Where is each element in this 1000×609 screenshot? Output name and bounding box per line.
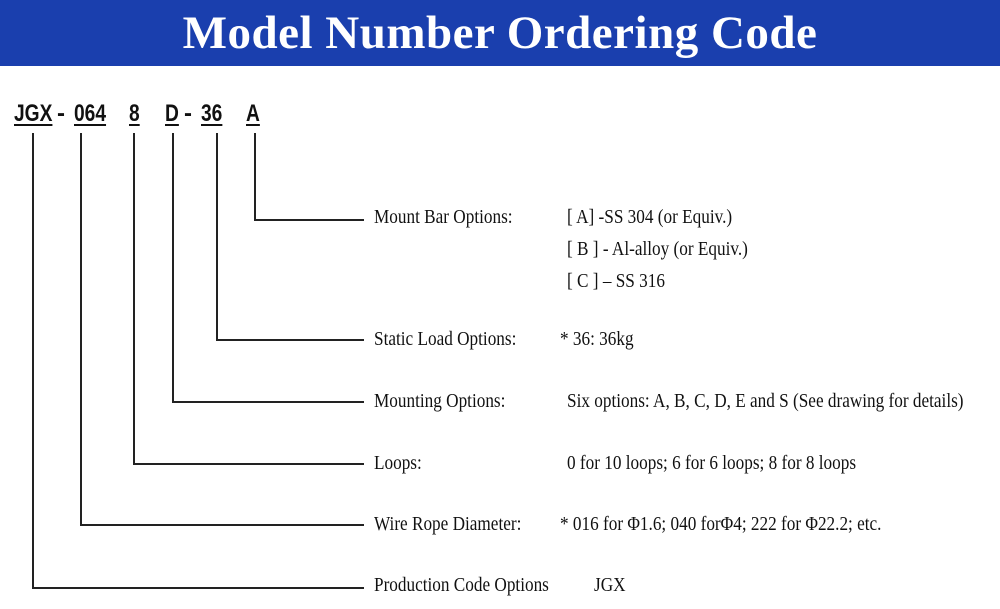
leader-prefix-horizontal	[32, 587, 364, 589]
code-diameter: 064	[74, 100, 107, 127]
mounting-label: Mounting Options:	[374, 390, 506, 412]
leader-bar-vertical	[254, 133, 256, 220]
title-banner: Model Number Ordering Code	[0, 0, 1000, 66]
mount-bar-option-c: [ C ] – SS 316	[567, 270, 665, 292]
leader-loops-horizontal	[133, 463, 364, 465]
leader-mounting-horizontal	[172, 401, 364, 403]
production-code-value: JGX	[594, 574, 626, 596]
code-loops: 8	[129, 100, 140, 127]
code-dash-2: -	[184, 100, 192, 127]
leader-diameter-vertical	[80, 133, 82, 525]
loops-value: 0 for 10 loops; 6 for 6 loops; 8 for 8 l…	[567, 452, 857, 474]
static-load-value: * 36: 36kg	[560, 328, 634, 350]
code-prefix: JGX	[14, 100, 53, 127]
leader-prefix-vertical	[32, 133, 34, 588]
mount-bar-option-a: [ A] -SS 304 (or Equiv.)	[567, 206, 733, 228]
mounting-value: Six options: A, B, C, D, E and S (See dr…	[567, 390, 964, 412]
code-load: 36	[201, 100, 223, 127]
production-code-label: Production Code Options	[374, 574, 549, 596]
page-title: Model Number Ordering Code	[182, 7, 818, 59]
leader-load-horizontal	[216, 339, 364, 341]
leader-diameter-horizontal	[80, 524, 364, 526]
mount-bar-option-b: [ B ] - Al-alloy (or Equiv.)	[567, 238, 748, 260]
code-dash-1: -	[57, 100, 65, 127]
loops-label: Loops:	[374, 452, 422, 474]
wire-rope-value: * 016 for Φ1.6; 040 forΦ4; 222 for Φ22.2…	[560, 513, 882, 535]
static-load-label: Static Load Options:	[374, 328, 517, 350]
leader-bar-horizontal	[254, 219, 364, 221]
wire-rope-label: Wire Rope Diameter:	[374, 513, 522, 535]
code-bar: A	[246, 100, 260, 127]
leader-load-vertical	[216, 133, 218, 340]
leader-mounting-vertical	[172, 133, 174, 402]
leader-loops-vertical	[133, 133, 135, 464]
mount-bar-label: Mount Bar Options:	[374, 206, 513, 228]
code-mounting: D	[165, 100, 179, 127]
